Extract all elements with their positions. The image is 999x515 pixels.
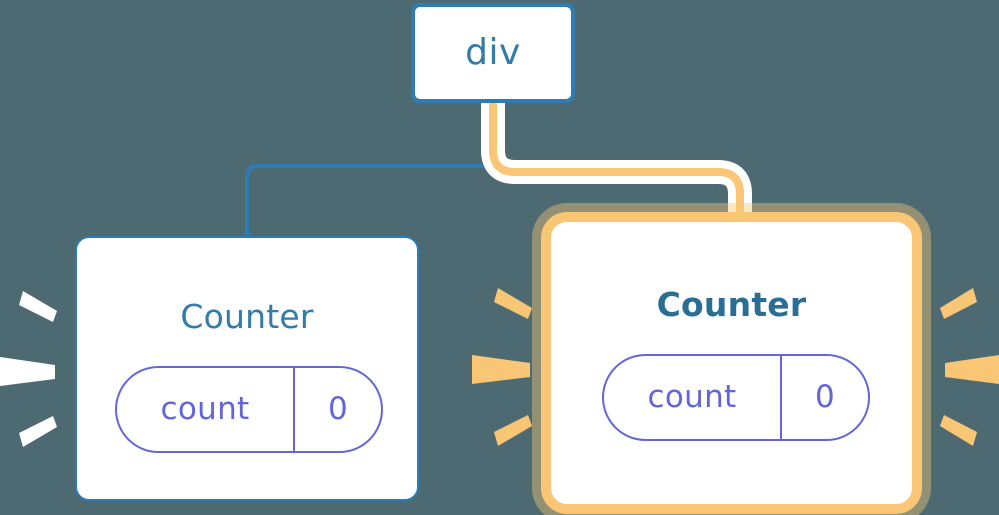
node-counter-right[interactable]: Counter count 0 xyxy=(561,232,902,494)
node-div-label: div xyxy=(465,32,521,73)
ray-orange-middle-right xyxy=(945,355,999,384)
ray-orange-upper-right xyxy=(940,288,977,319)
ray-orange-upper xyxy=(494,288,532,319)
ray-white-lower xyxy=(19,416,57,447)
rays-left-counter-left-side xyxy=(0,291,57,447)
ray-white-upper xyxy=(19,291,57,322)
node-counter-right-label: Counter xyxy=(656,285,807,324)
edge-div-to-left-counter xyxy=(245,103,495,237)
ray-orange-middle xyxy=(472,355,530,384)
state-key-left: count xyxy=(160,391,250,427)
state-key-right: count xyxy=(647,379,737,415)
node-counter-left-label: Counter xyxy=(180,297,314,336)
state-value-right: 0 xyxy=(780,356,868,439)
ray-orange-lower-right xyxy=(940,415,977,446)
state-pill-right: count 0 xyxy=(602,354,870,441)
ray-white-middle xyxy=(0,357,55,386)
rays-left-counter-right-side xyxy=(472,288,532,446)
state-pill-left: count 0 xyxy=(115,366,383,453)
node-counter-left[interactable]: Counter count 0 xyxy=(75,236,419,501)
rays-right-counter-right-side xyxy=(940,288,999,446)
state-value-left: 0 xyxy=(293,368,381,451)
ray-orange-lower xyxy=(494,415,532,446)
node-div[interactable]: div xyxy=(411,3,575,103)
